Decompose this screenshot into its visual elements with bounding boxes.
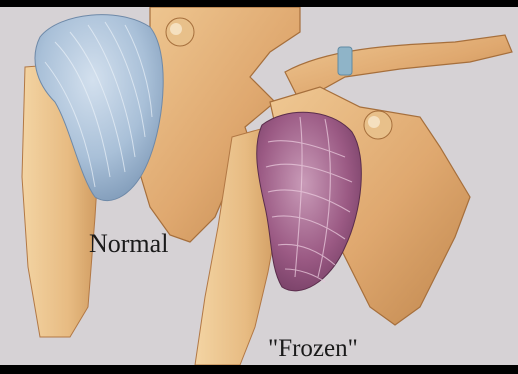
frozen-capsule	[257, 112, 362, 291]
illustration-canvas: Normal "Frozen"	[0, 7, 518, 365]
shoulder-illustration	[0, 7, 518, 365]
ligament-band	[338, 47, 352, 75]
normal-label: Normal	[89, 229, 168, 259]
frozen-label: "Frozen"	[268, 335, 358, 363]
